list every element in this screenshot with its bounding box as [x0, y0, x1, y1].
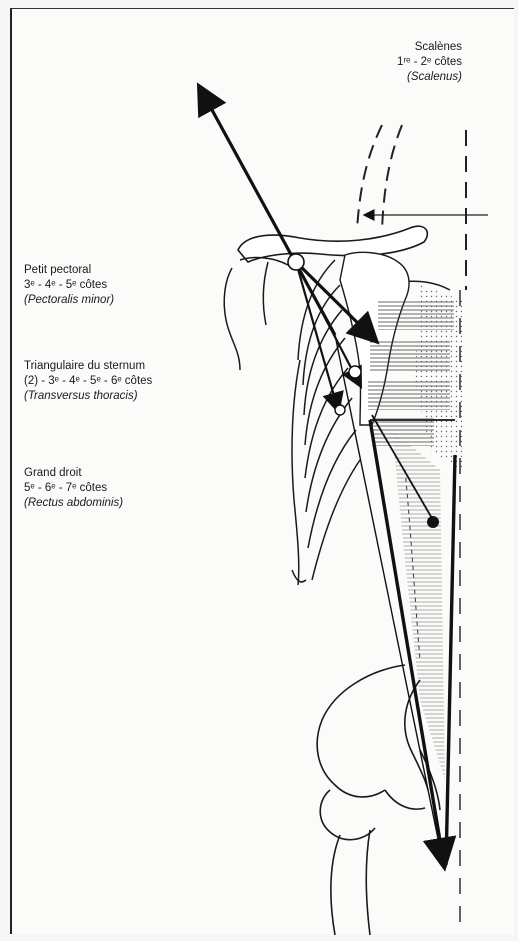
- grand-droit-ribs: 5ᵉ - 6ᵉ - 7ᵉ côtes: [24, 481, 123, 496]
- label-grand-droit: Grand droit 5ᵉ - 6ᵉ - 7ᵉ côtes (Rectus a…: [24, 466, 123, 511]
- pectoral-latin: (Pectoralis minor): [24, 293, 114, 308]
- scalenes-name: Scalènes: [356, 40, 462, 55]
- pelvis-and-femur: [317, 665, 440, 935]
- pectoral-ribs: 3ᵉ - 4ᵉ - 5ᵉ côtes: [24, 278, 114, 293]
- triangulaire-latin: (Transversus thoracis): [24, 389, 152, 404]
- scapula-and-humerus: [224, 258, 288, 370]
- label-petit-pectoral: Petit pectoral 3ᵉ - 4ᵉ - 5ᵉ côtes (Pecto…: [24, 263, 114, 308]
- label-scalenes: Scalènes 1ʳᵉ - 2ᵉ côtes (Scalenus): [356, 40, 462, 85]
- pectoral-name: Petit pectoral: [24, 263, 114, 278]
- triangulaire-ribs: (2) - 3ᵉ - 4ᵉ - 5ᵉ - 6ᵉ côtes: [24, 374, 152, 389]
- clavicle: [238, 226, 427, 262]
- grand-droit-name: Grand droit: [24, 466, 123, 481]
- label-triangulaire: Triangulaire du sternum (2) - 3ᵉ - 4ᵉ - …: [24, 359, 152, 404]
- scalenes-ribs: 1ʳᵉ - 2ᵉ côtes: [356, 55, 462, 70]
- grand-droit-latin: (Rectus abdominis): [24, 496, 123, 511]
- triangulaire-name: Triangulaire du sternum: [24, 359, 152, 374]
- scalenes-latin: (Scalenus): [356, 70, 462, 85]
